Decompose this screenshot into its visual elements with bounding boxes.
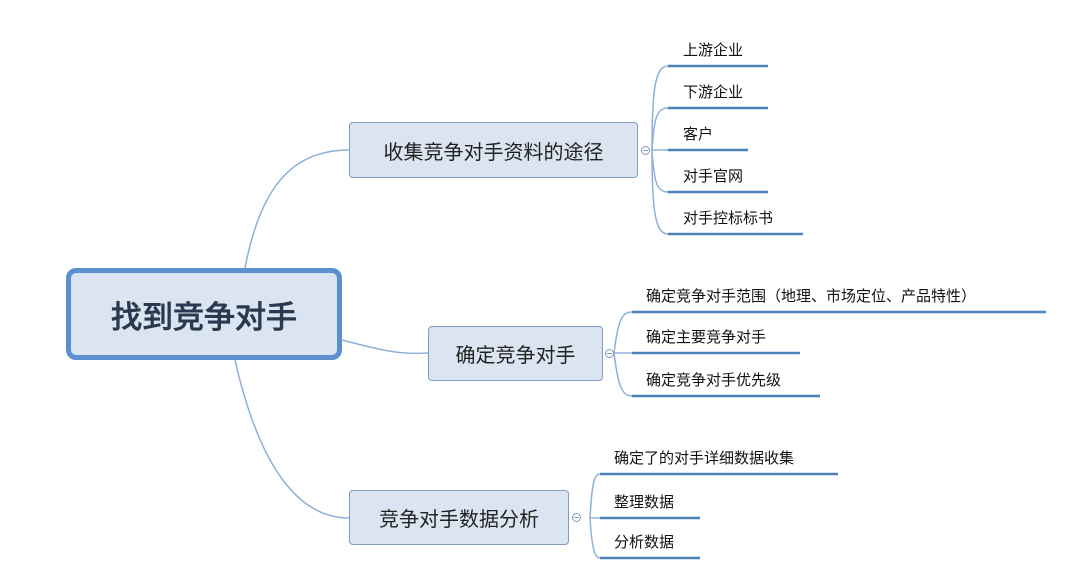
branch-node-data-analysis[interactable]: 竞争对手数据分析	[349, 490, 569, 545]
collapse-toggle-icon[interactable]	[641, 146, 650, 155]
leaf-node[interactable]: 上游企业	[683, 41, 744, 59]
leaf-node[interactable]: 确定主要竞争对手	[646, 328, 767, 346]
branch-node-label: 收集竞争对手资料的途径	[383, 139, 604, 164]
leaf-node[interactable]: 对手官网	[683, 167, 744, 185]
branch-node-label: 竞争对手数据分析	[379, 507, 539, 531]
leaf-node[interactable]: 确定了的对手详细数据收集	[614, 449, 795, 467]
branch-node-label: 确定竞争对手	[455, 343, 576, 367]
leaf-node[interactable]: 确定竞争对手优先级	[646, 371, 782, 389]
collapse-toggle-icon[interactable]	[572, 513, 581, 522]
connector-b1-leaf-2	[651, 107, 669, 151]
leaf-node[interactable]: 下游企业	[683, 83, 744, 101]
branch-node-identify-competitors[interactable]: 确定竞争对手	[428, 326, 603, 381]
connector-b2-leaf-3	[613, 352, 633, 397]
leaf-node[interactable]: 分析数据	[614, 533, 675, 551]
collapse-toggle-icon[interactable]	[605, 349, 614, 358]
connector-b3-leaf-1	[589, 473, 601, 519]
leaf-node[interactable]: 确定竞争对手范围（地理、市场定位、产品特性）	[646, 287, 977, 305]
root-node-label: 找到竞争对手	[111, 299, 297, 336]
connector-b3-leaf-3	[589, 517, 601, 559]
connector-b1-leaf-1	[651, 65, 669, 151]
branch-node-collect-sources[interactable]: 收集竞争对手资料的途径	[349, 122, 638, 178]
connector-root-branch-2	[341, 339, 429, 355]
connector-b1-leaf-5	[651, 149, 669, 235]
leaf-node[interactable]: 对手控标标书	[683, 209, 774, 227]
connector-root-branch-3	[234, 359, 350, 519]
connector-b2-leaf-1	[613, 311, 633, 354]
leaf-node[interactable]: 整理数据	[614, 493, 675, 511]
connector-root-branch-1	[244, 149, 350, 269]
leaf-node[interactable]: 客户	[683, 125, 714, 143]
root-node[interactable]: 找到竞争对手	[66, 268, 342, 360]
connector-b1-leaf-4	[651, 149, 669, 193]
